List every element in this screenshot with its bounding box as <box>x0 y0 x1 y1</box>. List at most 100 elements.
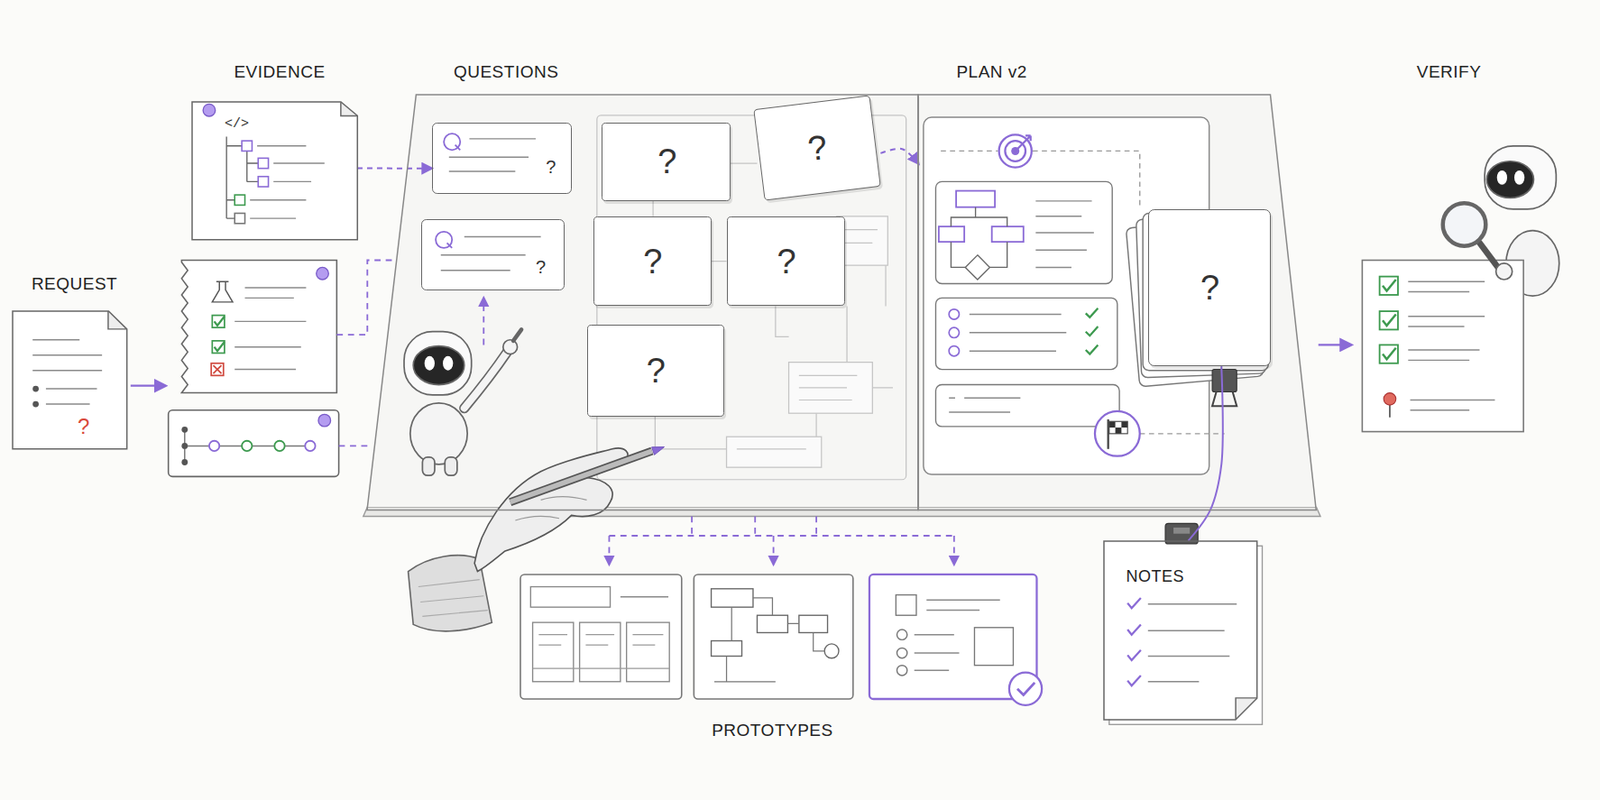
test-card <box>211 281 233 303</box>
verify-robot-front <box>1486 161 1534 199</box>
timeline-card <box>209 441 220 451</box>
pointer-arrow <box>482 297 485 345</box>
robot <box>410 403 468 465</box>
hand-with-pencil <box>652 447 665 456</box>
board-sketch <box>726 436 822 468</box>
prototype-card-chosen <box>896 647 907 658</box>
card-stack <box>1212 391 1237 406</box>
request-detail <box>32 369 102 371</box>
plan-page: PLAN v2? <box>918 94 1316 510</box>
verify-robot-front <box>1496 263 1513 280</box>
notes-clipboard <box>1127 597 1141 686</box>
question-card-detail <box>447 242 453 249</box>
robot <box>503 340 518 355</box>
test-card <box>214 316 225 326</box>
prototype-card <box>626 622 671 682</box>
stage-heading: VERIFY <box>1416 63 1482 83</box>
connector <box>1187 366 1223 542</box>
part-heading: EVIDENCE <box>233 63 325 83</box>
prototype-card-chosen <box>869 574 1042 706</box>
robot <box>413 346 465 386</box>
plan-panel <box>965 255 990 280</box>
code-card-detail <box>202 103 216 117</box>
notebook <box>363 94 1321 516</box>
question-card-detail <box>441 236 542 270</box>
verify-checklist <box>1379 344 1398 363</box>
request-arrow <box>130 385 166 387</box>
code-card-detail <box>234 194 245 205</box>
plan-panel <box>1109 421 1128 434</box>
code-card-detail <box>249 146 325 219</box>
prototype-links <box>772 535 775 565</box>
request-detail <box>45 387 98 389</box>
stage-heading: PROTOTYPES <box>711 721 834 741</box>
notes-clipboard <box>1103 541 1258 720</box>
question-card-detail <box>421 122 571 292</box>
notes-clipboard <box>1148 604 1237 682</box>
verify-checklist <box>1382 313 1397 325</box>
code-card-detail <box>257 145 306 147</box>
plan-panel <box>948 397 1021 413</box>
question-card-detail <box>441 138 542 271</box>
node-outline <box>192 101 358 240</box>
node-outline <box>918 94 1316 510</box>
plan-panel <box>935 181 1113 284</box>
prototype-card-chosen <box>896 629 907 640</box>
prototype-card <box>579 622 621 682</box>
node-outline <box>192 101 358 240</box>
verify-checklist <box>1379 276 1398 295</box>
timeline-card <box>241 441 252 451</box>
test-card <box>214 341 225 351</box>
test-card <box>245 297 295 299</box>
node-outline <box>1103 541 1258 720</box>
test-card <box>211 340 225 354</box>
question-mark: ? <box>805 128 829 169</box>
prototype-card <box>533 634 671 669</box>
request-detail <box>12 311 128 450</box>
code-card-detail <box>192 101 358 240</box>
prototype-card-chosen <box>974 627 1013 666</box>
notebook <box>367 94 919 507</box>
prototype-links <box>608 515 954 564</box>
code-card-detail <box>249 199 306 201</box>
test-card <box>234 368 296 370</box>
prototype-card <box>824 643 839 659</box>
question-card-detail <box>421 219 564 291</box>
robot <box>513 329 522 341</box>
code-card-detail <box>226 137 258 220</box>
prototype-card-chosen <box>914 599 1001 671</box>
plan-panel <box>938 226 965 242</box>
prototype-card <box>711 641 743 657</box>
verify-robot-front <box>1484 146 1556 210</box>
timeline-card <box>168 410 340 478</box>
verify-robot-front <box>1479 242 1498 267</box>
verify-checklist <box>1382 348 1397 359</box>
node-outline <box>12 311 128 450</box>
plan-panel <box>935 385 1120 427</box>
plan-panel <box>1115 427 1122 434</box>
timeline-card <box>181 459 188 466</box>
prototype-card-chosen <box>1009 672 1042 706</box>
code-card-detail <box>192 101 358 240</box>
hand-with-pencil <box>510 450 653 503</box>
part-heading: QUESTIONS <box>453 63 559 83</box>
plan-panel <box>1035 201 1094 268</box>
plan-panel <box>948 327 959 338</box>
question-mark: ? <box>535 257 546 277</box>
robot <box>404 331 472 396</box>
prototype-card <box>533 622 574 682</box>
node-outline <box>367 94 919 510</box>
verify-robot-front <box>1497 170 1508 185</box>
questions-page: QUESTIONS??????? <box>367 94 919 510</box>
test-card <box>181 260 337 394</box>
test-card <box>181 260 337 394</box>
question-card-detail <box>455 145 461 151</box>
test-card <box>245 286 307 288</box>
verify-robot-front <box>1514 170 1525 185</box>
notes-clipboard: NOTES <box>1103 541 1258 720</box>
prototype-card <box>520 574 682 699</box>
request-detail <box>32 339 80 341</box>
notes-heading: NOTES <box>1125 568 1185 587</box>
